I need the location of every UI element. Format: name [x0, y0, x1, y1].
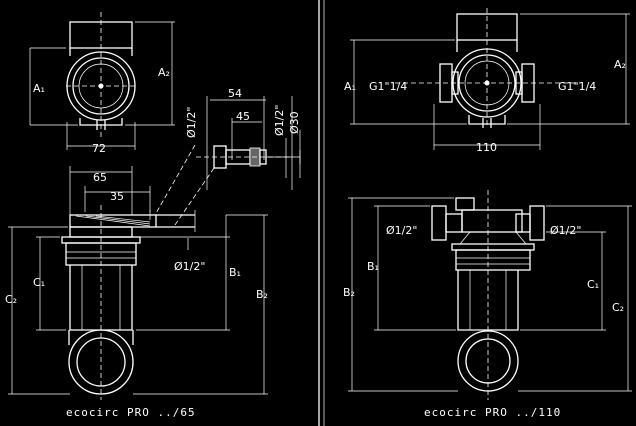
- left-dim-45: 45: [236, 110, 250, 123]
- left-label-b1: B₁: [229, 266, 241, 279]
- left-dim-d4: Ø1/2": [174, 260, 205, 273]
- left-dim-72: 72: [92, 142, 106, 155]
- left-dim-d1: Ø1/2": [185, 107, 198, 138]
- left-label-a2: A₂: [158, 66, 170, 79]
- left-dim-d2: Ø1/2": [273, 105, 286, 136]
- left-dim-65: 65: [93, 171, 107, 184]
- left-top-body-outer: [66, 51, 136, 121]
- right-label-b2: B₂: [343, 286, 355, 299]
- left-front-view: [8, 166, 268, 400]
- right-label-a1: A₁: [344, 80, 356, 93]
- right-dim-d1: Ø1/2": [386, 224, 417, 237]
- right-label-b1: B₁: [367, 260, 379, 273]
- right-dim-110: 110: [476, 141, 497, 154]
- left-label-c1: C₁: [33, 276, 45, 289]
- left-label-b2: B₂: [256, 288, 268, 301]
- right-front-view: [348, 190, 632, 400]
- right-caption: ecocirc PRO ../110: [424, 406, 561, 419]
- right-dim-g1-right: G1"1/4: [558, 80, 596, 93]
- right-label-c1: C₁: [587, 278, 599, 291]
- right-label-a2: A₂: [614, 58, 626, 71]
- right-dim-d2: Ø1/2": [550, 224, 581, 237]
- left-dim-54: 54: [228, 87, 242, 100]
- left-label-a1: A₁: [33, 82, 45, 95]
- right-label-c2: C₂: [612, 301, 624, 314]
- left-top-view: [29, 12, 175, 150]
- left-dim-35: 35: [110, 190, 124, 203]
- left-caption: ecocirc PRO ../65: [66, 406, 196, 419]
- left-sensor-detail: [154, 96, 301, 226]
- left-dim-d30: Ø30: [288, 111, 301, 134]
- left-label-c2: C₂: [5, 293, 17, 306]
- right-dim-g1-left: G1"1/4: [369, 80, 407, 93]
- right-top-view: [350, 8, 630, 150]
